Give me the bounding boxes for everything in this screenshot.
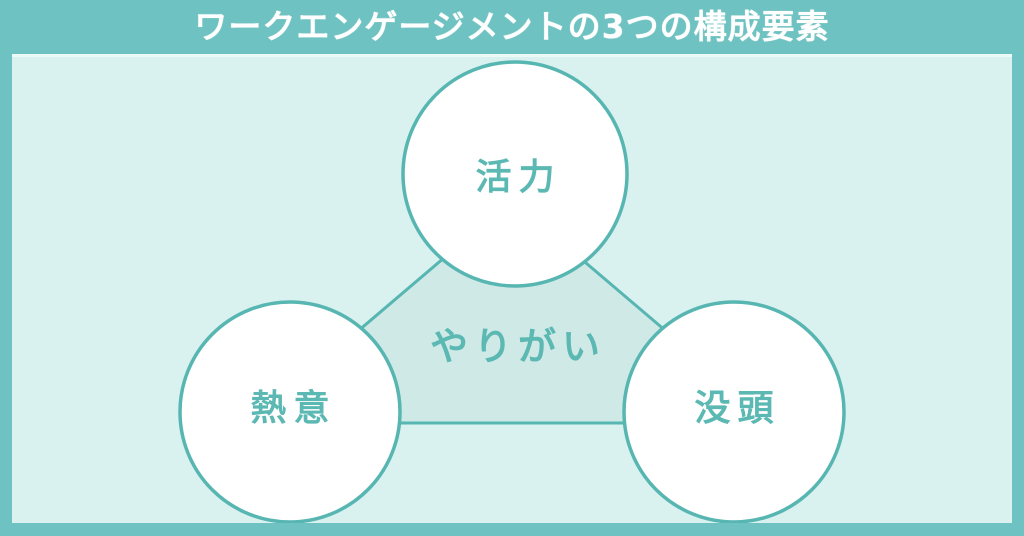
diagram-canvas bbox=[178, 60, 846, 523]
center-label: やりがい bbox=[429, 324, 607, 369]
node-circle-enthusiasm bbox=[178, 300, 402, 523]
node-circle-vigor bbox=[401, 60, 629, 288]
node-label-vigor: 活力 bbox=[475, 157, 562, 198]
title-bar: ワークエンゲージメントの3つの構成要素 bbox=[0, 0, 1024, 54]
node-label-absorption: 没頭 bbox=[694, 388, 781, 429]
page-title: ワークエンゲージメントの3つの構成要素 bbox=[194, 7, 830, 46]
node-circle-absorption bbox=[622, 300, 846, 523]
node-label-enthusiasm: 熱意 bbox=[250, 388, 337, 429]
diagram-panel: 活力 熱意 没頭 やりがい bbox=[12, 54, 1012, 523]
